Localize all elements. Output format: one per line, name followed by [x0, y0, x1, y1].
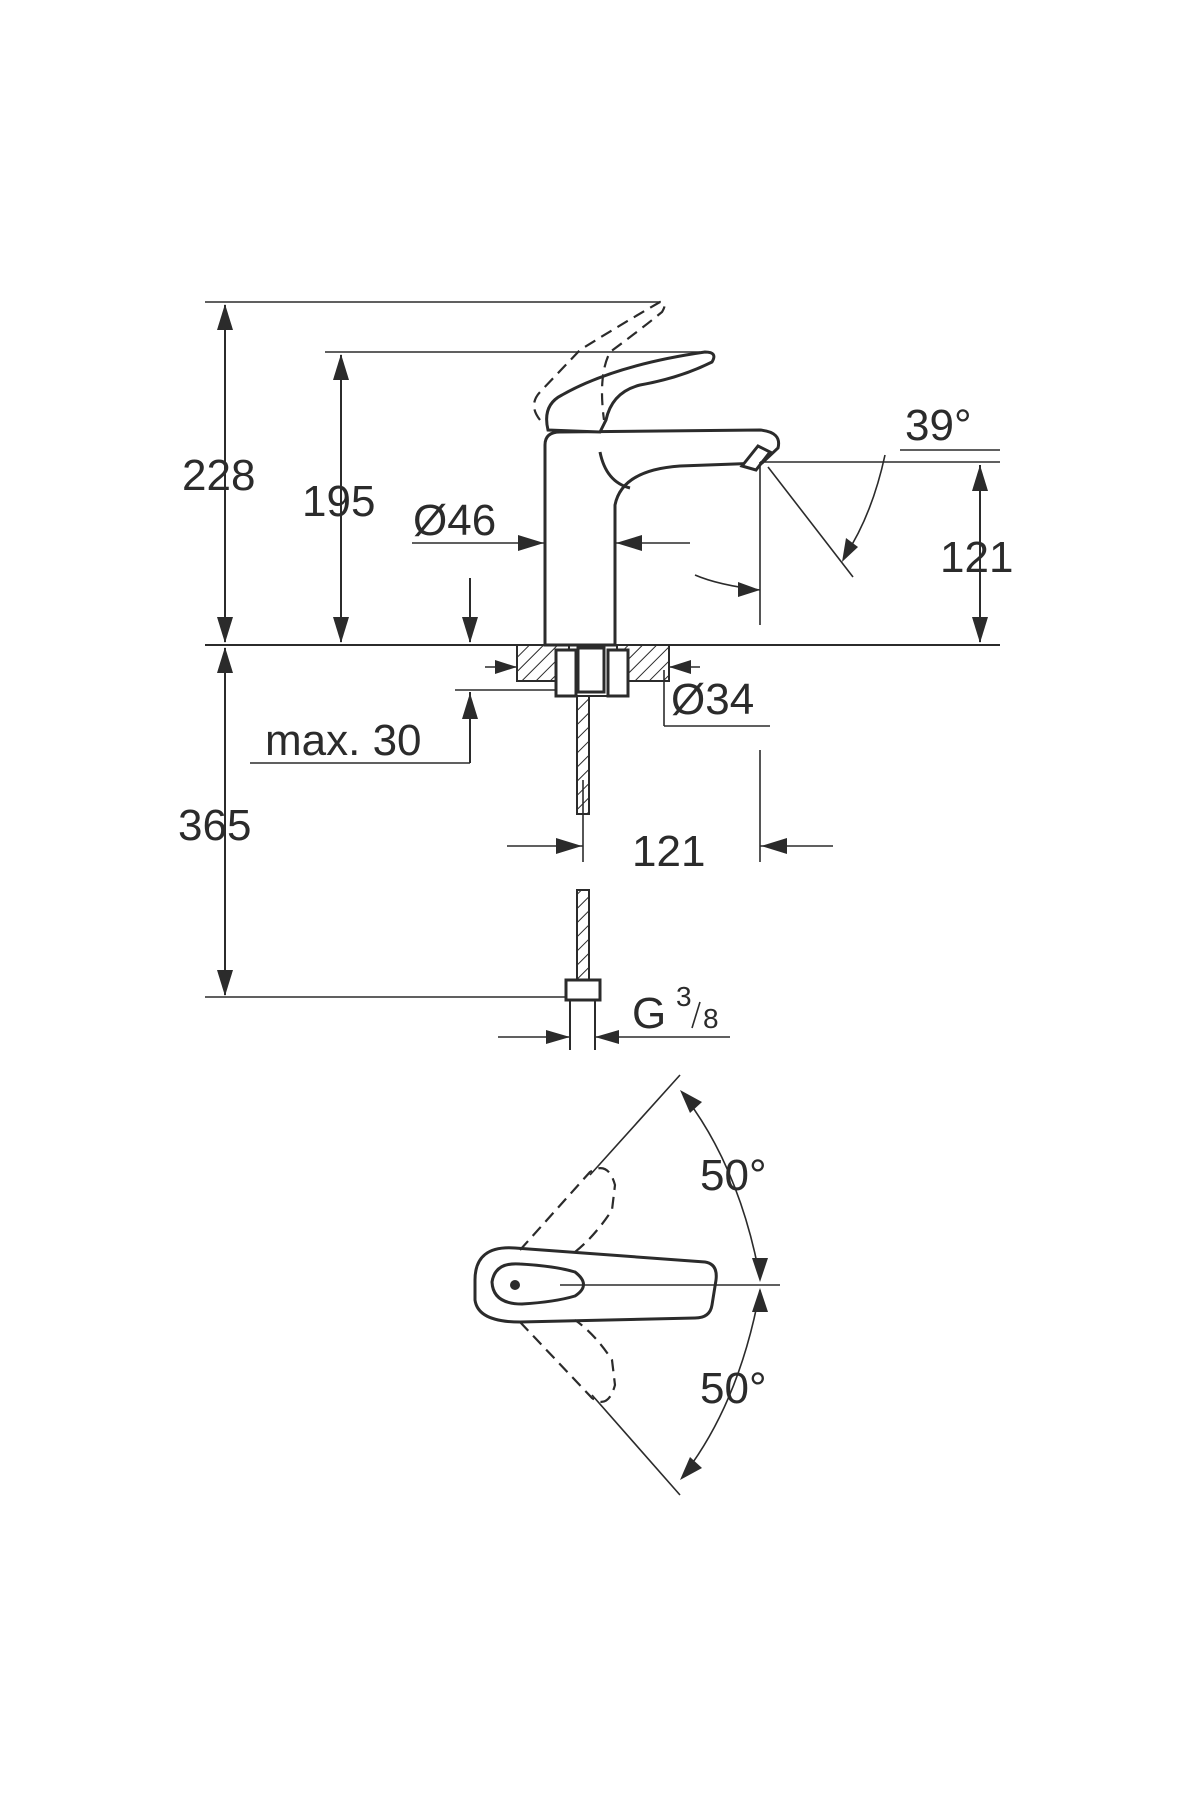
label-hose-length: 365: [178, 801, 251, 850]
dim-base-diameter: Ø34: [485, 660, 770, 727]
dim-spout-height: 195: [302, 351, 700, 643]
label-spout-height: 195: [302, 477, 375, 526]
dim-connection-thread: G 3 8: [498, 981, 730, 1044]
label-thread-letter: G: [632, 989, 666, 1038]
dim-spout-angle: 39°: [694, 401, 1000, 597]
label-lever-angle-left: 50°: [700, 1151, 767, 1200]
spout-inner-line: [598, 451, 631, 490]
lever-indicator-dot: [510, 1280, 520, 1290]
dim-max-deck: max. 30: [250, 578, 556, 765]
lever-closed: [545, 350, 716, 434]
label-body-diameter: Ø46: [413, 496, 496, 545]
label-spout-projection: 121: [632, 827, 705, 876]
dim-outlet-height: 121: [759, 461, 1013, 643]
side-view: 228 195 Ø46 max. 30: [178, 300, 1013, 1050]
top-view: 50° 50°: [473, 1074, 780, 1496]
label-base-diameter: Ø34: [671, 675, 754, 724]
label-thread-num: 3: [676, 981, 692, 1012]
lever-open-outline: [532, 300, 666, 421]
angle-ray-right: [591, 1394, 681, 1496]
label-max-deck: max. 30: [265, 716, 422, 765]
label-overall-height: 228: [182, 451, 255, 500]
dim-overall-height: 228: [182, 301, 660, 643]
label-thread-den: 8: [703, 1003, 719, 1034]
mounting-section: [516, 644, 670, 698]
label-outlet-height: 121: [940, 533, 1013, 582]
label-spout-angle: 39°: [905, 401, 972, 450]
lever-position-left: [519, 1167, 617, 1253]
lever-position-right: [519, 1319, 617, 1403]
angle-ray-left: [589, 1074, 681, 1176]
supply-hose: [564, 695, 602, 1050]
label-lever-angle-right: 50°: [700, 1364, 767, 1413]
dim-body-diameter: Ø46: [412, 496, 690, 551]
aerator: [739, 444, 773, 472]
dim-spout-projection: 121: [507, 750, 833, 876]
dim-hose-length: 365: [178, 647, 566, 998]
